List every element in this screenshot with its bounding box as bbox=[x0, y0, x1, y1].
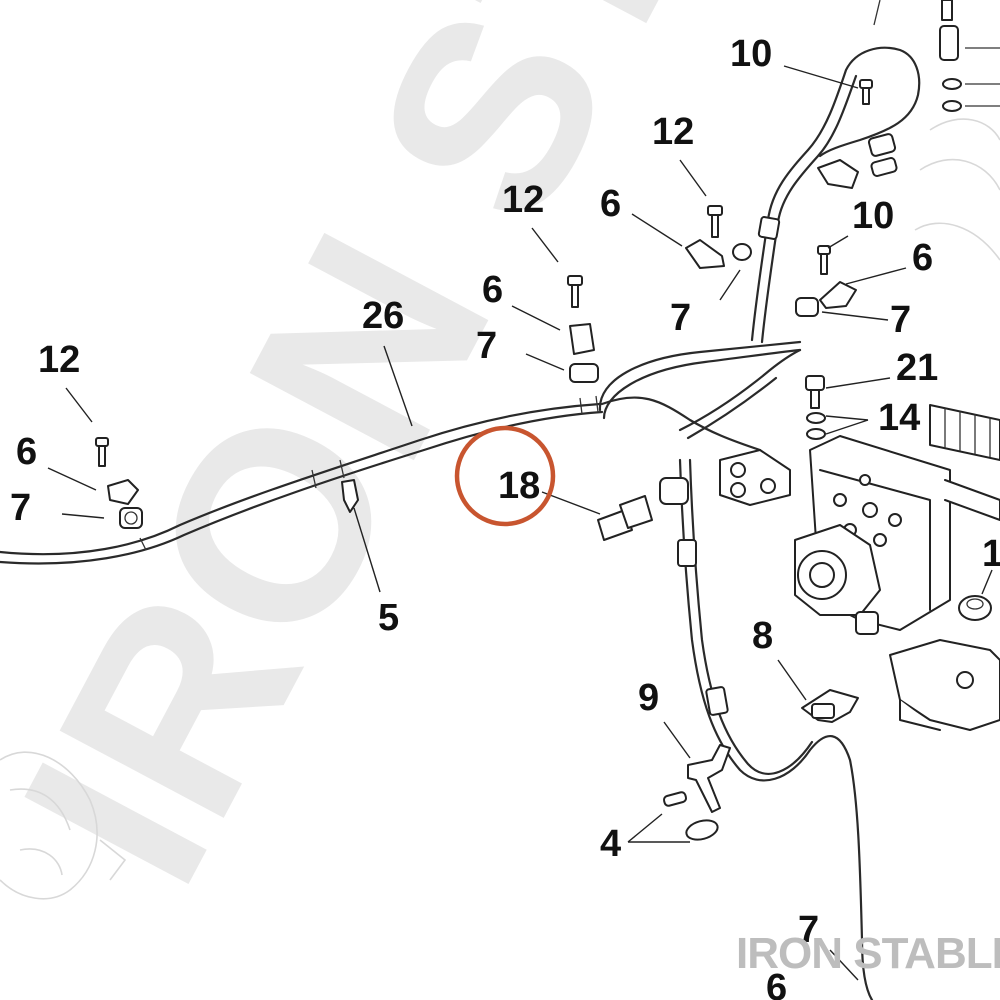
leader-lines bbox=[47, 65, 993, 981]
clip-assembly-mid bbox=[567, 275, 599, 383]
callout-6-right: 6 bbox=[912, 237, 933, 279]
clip-assembly-top bbox=[817, 79, 898, 189]
callout-9: 9 bbox=[638, 677, 659, 719]
callout-26: 26 bbox=[362, 295, 404, 337]
callout-18: 18 bbox=[498, 465, 540, 507]
fittings-top-right bbox=[939, 0, 1000, 112]
banjo-bolt-21 bbox=[805, 375, 825, 409]
clip-assembly-upper bbox=[685, 205, 752, 269]
clip-5 bbox=[341, 479, 359, 513]
callout-7-right: 7 bbox=[890, 299, 911, 341]
clips-4 bbox=[662, 791, 719, 841]
callout-6-bottom: 6 bbox=[766, 967, 787, 1000]
upper-brake-line bbox=[750, 0, 921, 344]
callout-21: 21 bbox=[896, 347, 938, 389]
callout-10-top: 10 bbox=[730, 33, 772, 75]
callout-11: 11 bbox=[982, 533, 1000, 575]
callout-8: 8 bbox=[752, 615, 773, 657]
callout-10-right: 10 bbox=[852, 195, 894, 237]
callout-12-left: 12 bbox=[38, 339, 80, 381]
callout-12-mid: 12 bbox=[502, 179, 544, 221]
mount-bracket bbox=[889, 639, 1000, 731]
grommet-11 bbox=[958, 595, 992, 621]
callout-6-upper: 6 bbox=[600, 183, 621, 225]
callout-6-mid: 6 bbox=[482, 269, 503, 311]
valve-block bbox=[929, 404, 1000, 461]
clip-assembly-left bbox=[95, 437, 143, 529]
bracket-8 bbox=[801, 689, 859, 723]
callout-7-upper: 7 bbox=[670, 297, 691, 339]
highlight-ring-18 bbox=[454, 425, 556, 527]
washers-14 bbox=[806, 412, 826, 440]
bracket-9 bbox=[687, 744, 731, 813]
pressure-switch-18 bbox=[597, 477, 689, 541]
brand-logo-text: IRON STABLE bbox=[736, 929, 1000, 978]
frame-outline-left bbox=[0, 751, 127, 900]
callout-7-bottom: 7 bbox=[798, 909, 819, 951]
callout-7-left: 7 bbox=[10, 487, 31, 529]
callout-12-upper: 12 bbox=[652, 111, 694, 153]
lower-brake-line bbox=[677, 458, 874, 1000]
callouts: 10 12 6 12 10 6 7 7 26 6 7 12 6 7 21 14 … bbox=[10, 33, 1000, 1000]
frame-outline-right bbox=[914, 118, 1000, 261]
abs-unit bbox=[794, 435, 1000, 635]
callout-4: 4 bbox=[600, 823, 621, 865]
clip-assembly-right bbox=[795, 245, 857, 317]
callout-14: 14 bbox=[878, 397, 920, 439]
junction-block bbox=[719, 449, 791, 506]
callout-6-left: 6 bbox=[16, 431, 37, 473]
callout-7-mid: 7 bbox=[476, 325, 497, 367]
callout-5: 5 bbox=[378, 597, 399, 639]
